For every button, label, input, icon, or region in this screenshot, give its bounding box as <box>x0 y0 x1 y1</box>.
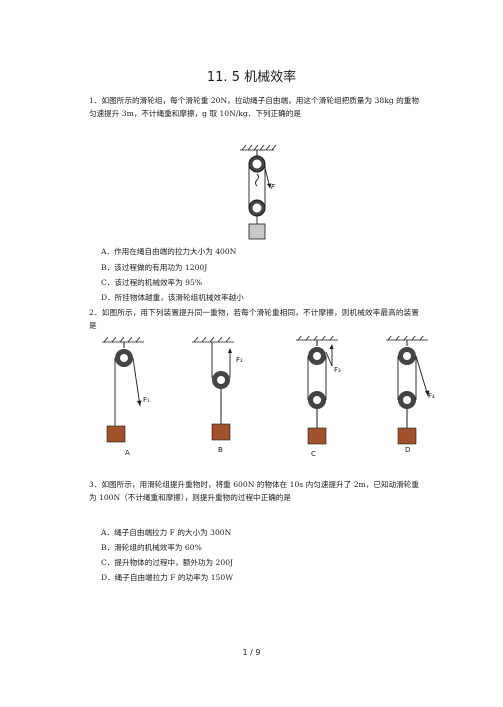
question-1-text: 1．如图所示的滑轮组，每个滑轮重 20N，拉动绳子自由端，用这个滑轮组把质量为 … <box>89 96 419 118</box>
question-3-text: 3．如图所示，用滑轮组提升重物时，将重 600N 的物体在 10s 内匀速提升了… <box>89 480 419 502</box>
fixed-pulley <box>248 155 266 173</box>
movable-pulley <box>248 199 266 217</box>
q1-option-b: B．该过程做的有用功为 1200J <box>101 263 208 272</box>
device-label-a: A <box>125 449 130 457</box>
force-label-f3: F₃ <box>334 366 341 374</box>
device-a <box>102 336 144 443</box>
page-title: 11. 5 机械效率 <box>206 70 297 85</box>
force-label-f2: F₂ <box>236 356 243 364</box>
q3-option-a: A．绳子自由端拉力 F 的大小为 300N <box>101 528 232 537</box>
question-2-pulley-figures <box>102 336 430 445</box>
question-1-pulley-figure <box>240 144 277 240</box>
q1-option-a: A．作用在绳自由端的拉力大小为 400N <box>101 247 237 256</box>
device-d <box>386 336 430 445</box>
force-label-f: F <box>271 183 276 191</box>
page-number: 1 / 9 <box>242 648 261 657</box>
ceiling-hatch <box>240 144 277 151</box>
force-label-f4: F₄ <box>428 392 435 400</box>
force-label-f1: F₁ <box>143 396 150 404</box>
force-arrow <box>267 183 272 188</box>
device-b <box>192 336 234 441</box>
q3-option-d: D．绳子自由端拉力 F 的功率为 150W <box>101 573 234 582</box>
question-2-text: 2．如图所示，用下列装置提升同一重物，若每个滑轮重相同，不计摩擦，则机械效率最高… <box>89 308 419 330</box>
q3-option-c: C．提升物体的过程中，额外功为 200J <box>101 558 234 567</box>
device-label-b: B <box>218 446 223 454</box>
device-c <box>296 336 338 445</box>
device-label-d: D <box>405 446 411 454</box>
weight-block <box>248 223 266 240</box>
q1-option-d: D．所挂物体越重，该滑轮组机械效率越小 <box>101 293 244 302</box>
device-label-c: C <box>311 450 316 458</box>
q1-option-c: C．该过程的机械效率为 95% <box>101 278 203 287</box>
q3-option-b: B．滑轮组的机械效率为 60% <box>101 543 202 552</box>
